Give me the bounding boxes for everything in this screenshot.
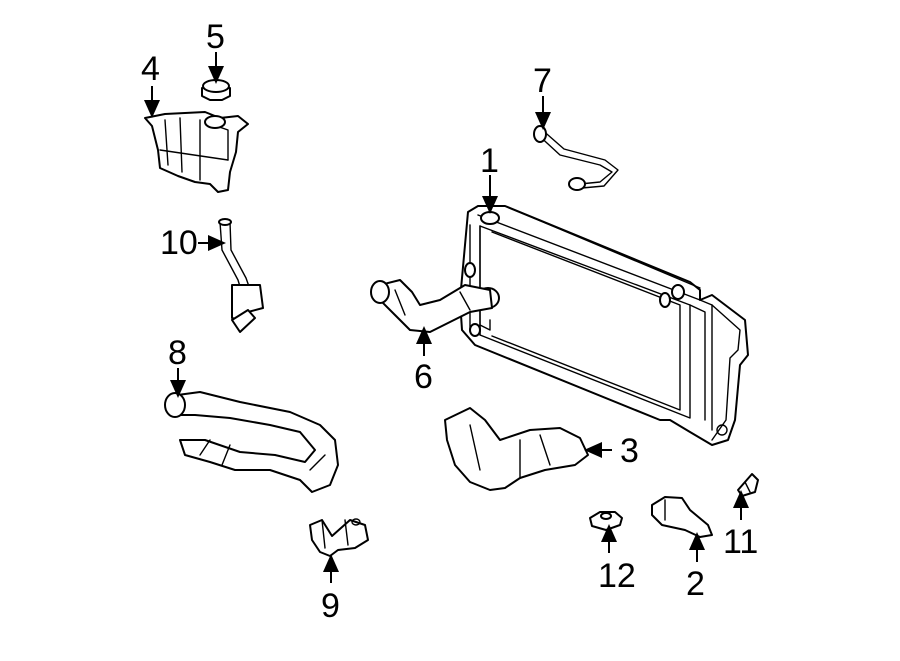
isolator [589, 511, 623, 531]
bypass-hose [533, 125, 619, 191]
reservoir-cap [201, 79, 231, 101]
callout-12: 12 [598, 557, 636, 595]
callout-9: 9 [321, 587, 340, 625]
callout-4: 4 [141, 50, 160, 88]
clip [737, 473, 759, 497]
reservoir-hose [218, 218, 264, 333]
shield [651, 496, 713, 538]
callout-8: 8 [168, 334, 187, 372]
callout-3: 3 [620, 432, 639, 470]
callout-arrows [144, 52, 749, 583]
air-deflector [444, 407, 589, 491]
callout-labels: 1 2 3 4 5 6 7 8 9 10 11 12 [141, 18, 758, 625]
callout-1: 1 [480, 142, 499, 180]
coolant-reservoir [144, 111, 249, 193]
upper-radiator-hose [370, 279, 493, 333]
lower-radiator-hose [164, 391, 339, 493]
callout-10: 10 [160, 224, 198, 262]
callout-7: 7 [533, 62, 552, 100]
callout-5: 5 [206, 18, 225, 56]
callout-2: 2 [686, 565, 705, 603]
radiator [459, 205, 749, 446]
callout-11: 11 [723, 523, 758, 561]
bracket [309, 518, 369, 557]
callout-6: 6 [414, 358, 433, 396]
